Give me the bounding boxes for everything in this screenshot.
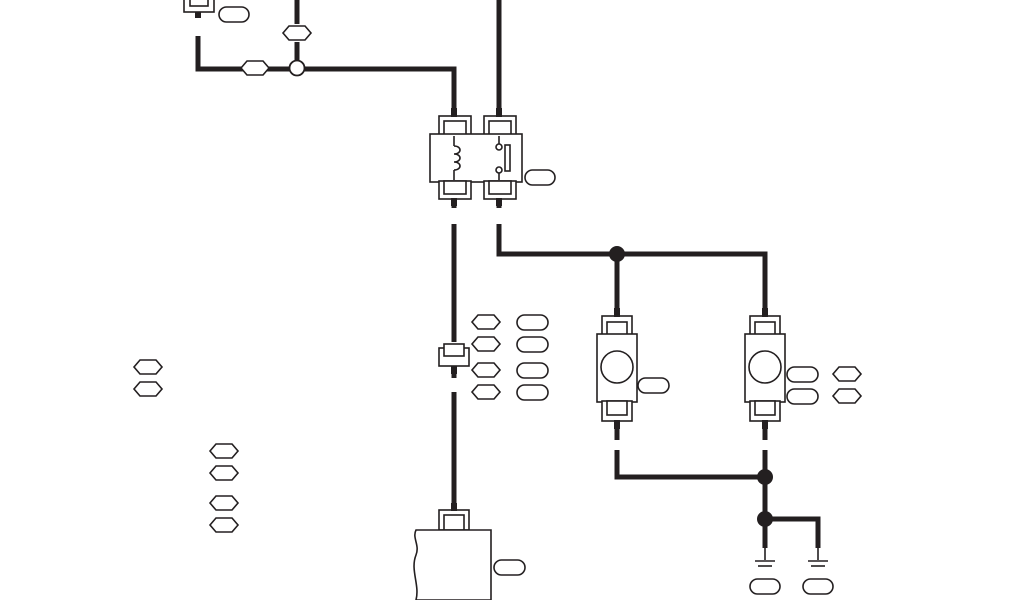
- tag-hex: [239, 60, 271, 76]
- tag-oval: [637, 377, 670, 394]
- tag-hex: [208, 495, 240, 511]
- wire-ground-right: [765, 516, 821, 548]
- wire-top-left-feed: [195, 36, 457, 110]
- tag-hex: [132, 359, 164, 375]
- module-block-icon: [413, 503, 492, 600]
- tag-oval: [786, 366, 819, 383]
- relay-pins: [451, 108, 502, 206]
- tag-oval: [218, 6, 250, 23]
- junctions: [288, 59, 773, 527]
- splice-return: [757, 469, 773, 485]
- tag-oval: [493, 559, 526, 576]
- reference-tags-hex: [132, 25, 863, 533]
- tag-oval: [516, 336, 549, 353]
- top-left-connector: [183, 0, 215, 18]
- tag-oval: [786, 388, 819, 405]
- splice-open: [288, 59, 306, 77]
- reference-tags-oval: [218, 6, 819, 576]
- tag-hex: [208, 443, 240, 459]
- relay-icon: [429, 115, 523, 200]
- tag-hex: [470, 314, 502, 330]
- wires: [195, 0, 821, 548]
- tag-hex: [470, 362, 502, 378]
- ground-right-icon: [802, 548, 834, 595]
- splice-ground: [757, 511, 773, 527]
- tag-hex: [132, 381, 164, 397]
- tag-oval: [516, 314, 549, 331]
- wire-left-lamp-return-lower: [614, 450, 765, 480]
- tag-hex: [281, 25, 313, 41]
- wire-switch-to-lamps: [496, 224, 768, 308]
- tag-hex: [470, 384, 502, 400]
- splice-lamps: [609, 246, 625, 262]
- tag-hex: [208, 465, 240, 481]
- tag-oval: [516, 384, 549, 401]
- ground-left-icon: [749, 548, 781, 595]
- tag-hex: [831, 388, 863, 404]
- tag-oval: [516, 362, 549, 379]
- tag-hex: [208, 517, 240, 533]
- lamp-right-icon: [744, 308, 786, 429]
- tag-oval: [524, 169, 556, 186]
- tag-hex: [470, 336, 502, 352]
- lamp-left-icon: [596, 308, 638, 429]
- tag-hex: [831, 366, 863, 382]
- inline-connector-icon: [438, 343, 470, 374]
